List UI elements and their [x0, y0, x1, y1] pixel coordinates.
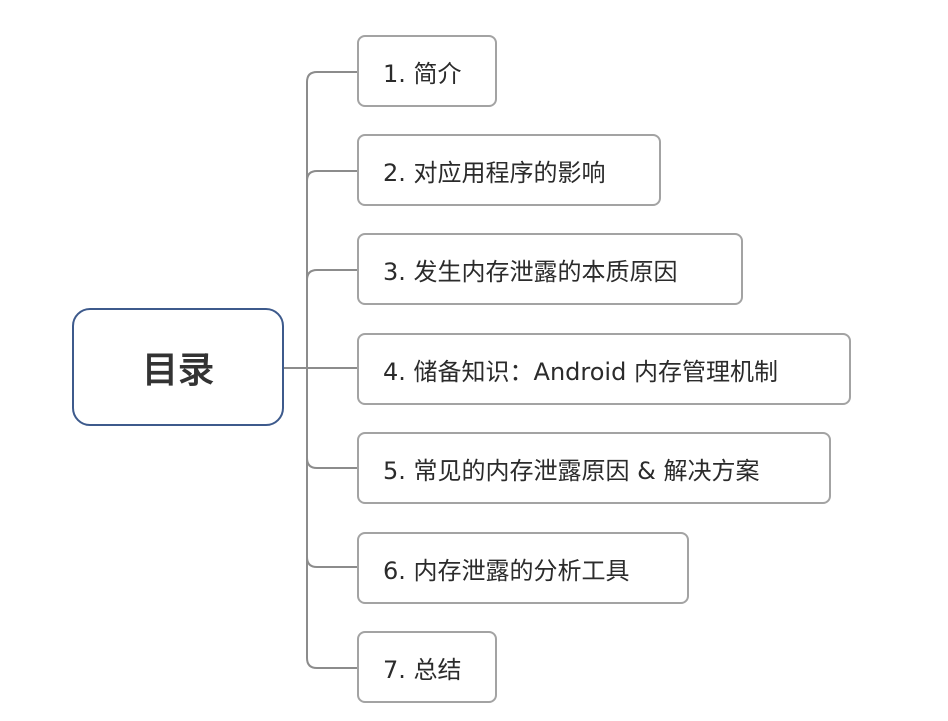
branch-connector: [306, 657, 357, 669]
subtopic-label: 5. 常见的内存泄露原因 & 解决方案: [383, 456, 760, 485]
subtopic-memory-management[interactable]: 4. 储备知识：Android 内存管理机制: [357, 333, 851, 405]
subtopic-root-cause[interactable]: 3. 发生内存泄露的本质原因: [357, 233, 743, 305]
subtopic-summary[interactable]: 7. 总结: [357, 631, 497, 703]
branch-connector: [306, 170, 357, 182]
branch-connector: [306, 457, 357, 469]
branch-connector: [306, 556, 357, 568]
subtopic-analysis-tools[interactable]: 6. 内存泄露的分析工具: [357, 532, 689, 604]
branch-connector: [306, 71, 357, 83]
subtopic-label: 7. 总结: [383, 655, 462, 684]
root-topic-label: 目录: [141, 350, 214, 391]
subtopic-label: 1. 简介: [383, 59, 462, 88]
subtopic-common-causes[interactable]: 5. 常见的内存泄露原因 & 解决方案: [357, 432, 831, 504]
branch-connector: [306, 269, 357, 281]
subtopic-intro[interactable]: 1. 简介: [357, 35, 497, 107]
subtopic-impact[interactable]: 2. 对应用程序的影响: [357, 134, 661, 206]
root-topic[interactable]: 目录: [72, 308, 284, 426]
subtopic-label: 2. 对应用程序的影响: [383, 158, 606, 187]
subtopic-label: 6. 内存泄露的分析工具: [383, 556, 630, 585]
subtopic-label: 4. 储备知识：Android 内存管理机制: [383, 357, 778, 386]
subtopic-label: 3. 发生内存泄露的本质原因: [383, 257, 678, 286]
